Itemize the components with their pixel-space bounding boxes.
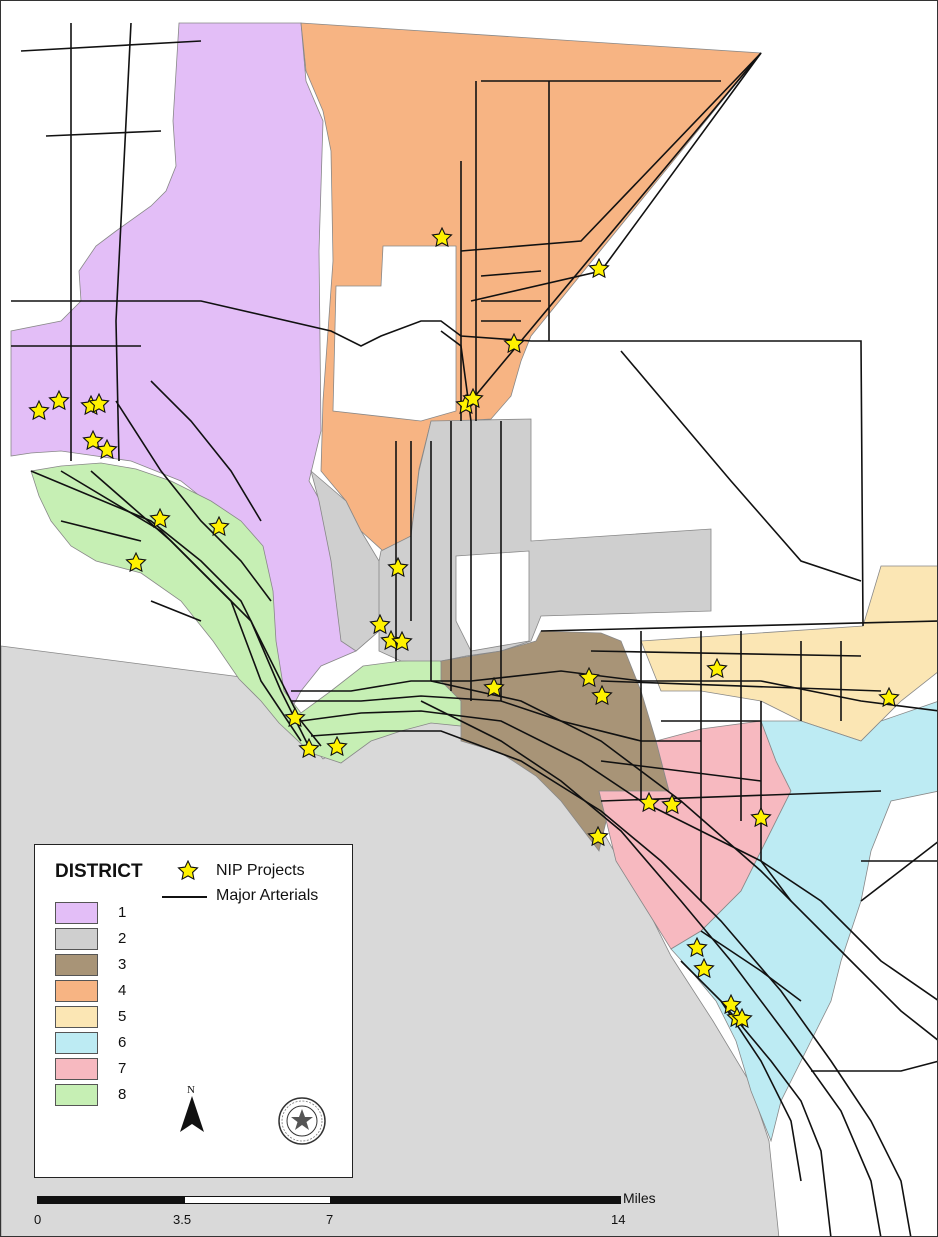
district-6-label: 6	[118, 1034, 127, 1051]
district-4-swatch	[55, 980, 98, 1002]
nip-star[interactable]	[149, 507, 171, 529]
nip-star[interactable]	[462, 387, 484, 409]
nip-star[interactable]	[720, 993, 742, 1015]
district-6-area	[670, 701, 937, 1143]
scale-tick-label: 14	[611, 1212, 626, 1227]
nip-star[interactable]	[125, 551, 147, 573]
nip-star[interactable]	[369, 613, 391, 635]
nip-star[interactable]	[588, 257, 610, 279]
nip-star[interactable]	[326, 735, 348, 757]
map-legend: DISTRICT NIP Projects Major Arterials 1 …	[34, 844, 353, 1178]
nip-star[interactable]	[661, 793, 683, 815]
legend-arterials-label: Major Arterials	[216, 887, 319, 904]
arterial-line-icon	[162, 896, 207, 898]
scale-unit-label: Miles	[623, 1190, 656, 1206]
nip-star[interactable]	[284, 706, 306, 728]
city-seal-icon	[278, 1097, 326, 1145]
north-arrow-icon	[180, 1096, 204, 1132]
nip-star[interactable]	[878, 686, 900, 708]
scale-segment	[184, 1196, 331, 1204]
nip-star[interactable]	[587, 825, 609, 847]
nip-star[interactable]	[88, 392, 110, 414]
district-7-label: 7	[118, 1060, 127, 1077]
nip-star[interactable]	[638, 791, 660, 813]
nip-star[interactable]	[431, 226, 453, 248]
scale-tick-label: 7	[326, 1212, 334, 1227]
district-3-swatch	[55, 954, 98, 976]
district-4-label: 4	[118, 982, 127, 999]
nip-star[interactable]	[578, 666, 600, 688]
nip-star[interactable]	[693, 957, 715, 979]
nip-star[interactable]	[380, 629, 402, 651]
district-5-label: 5	[118, 1008, 127, 1025]
nip-star[interactable]	[82, 429, 104, 451]
nip-star[interactable]	[731, 1007, 753, 1029]
district-2-label: 2	[118, 930, 127, 947]
nip-star[interactable]	[298, 737, 320, 759]
airport-area	[455, 550, 530, 652]
nip-star[interactable]	[591, 684, 613, 706]
nip-star[interactable]	[391, 630, 413, 652]
major-arterials	[11, 22, 937, 1236]
scale-tick-label: 3.5	[173, 1212, 192, 1227]
fort-area	[332, 245, 457, 422]
nip-star[interactable]	[208, 515, 230, 537]
district-2-swatch	[55, 928, 98, 950]
legend-nip-label: NIP Projects	[216, 862, 305, 879]
nip-star[interactable]	[48, 389, 70, 411]
nip-star[interactable]	[28, 399, 50, 421]
scale-segment	[331, 1196, 621, 1204]
legend-title: DISTRICT	[55, 861, 143, 882]
north-label: N	[187, 1084, 195, 1096]
nip-project-markers	[28, 226, 900, 1029]
nip-star-icon	[177, 860, 199, 881]
nip-star[interactable]	[503, 332, 525, 354]
nip-star[interactable]	[96, 438, 118, 460]
district-3-label: 3	[118, 956, 127, 973]
district-8-label: 8	[118, 1086, 127, 1103]
district-6-swatch	[55, 1032, 98, 1054]
nip-star[interactable]	[483, 676, 505, 698]
nip-star[interactable]	[686, 936, 708, 958]
district-7-swatch	[55, 1058, 98, 1080]
nip-star[interactable]	[387, 556, 409, 578]
scale-segment	[37, 1196, 184, 1204]
district-1-swatch	[55, 902, 98, 924]
nip-star[interactable]	[750, 806, 772, 828]
district-8-swatch	[55, 1084, 98, 1106]
district-1-label: 1	[118, 904, 127, 921]
scale-tick-label: 0	[34, 1212, 42, 1227]
district-5-swatch	[55, 1006, 98, 1028]
nip-star[interactable]	[706, 657, 728, 679]
